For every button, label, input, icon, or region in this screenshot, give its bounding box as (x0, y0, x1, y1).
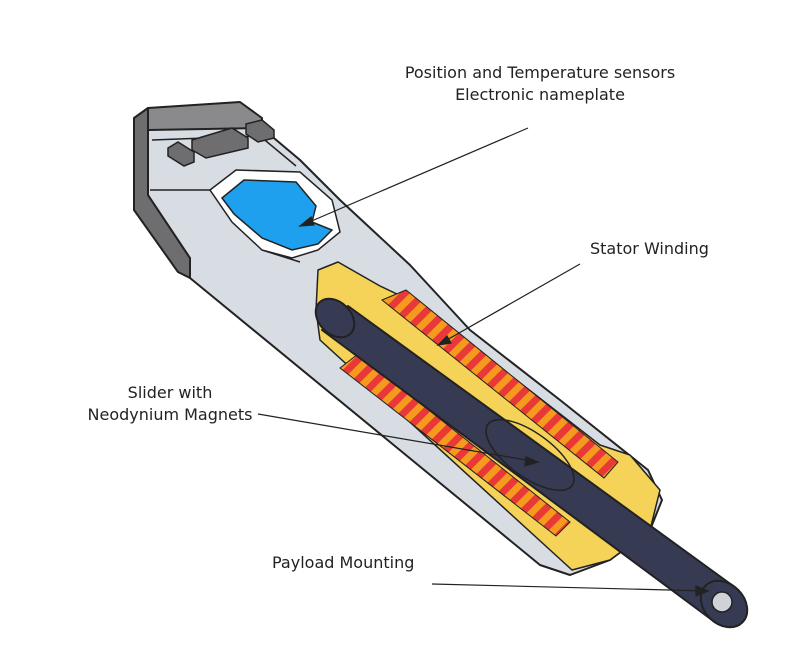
rod-end-hole (711, 591, 733, 613)
sensors-label-line1: Position and Temperature sensors (404, 63, 676, 82)
stator-winding-upper (381, 289, 619, 479)
slider-label-line1: Slider with (127, 383, 213, 402)
slider-label: Slider with Neodynium Magnets (78, 382, 262, 426)
sensors-label-line2: Electronic nameplate (455, 85, 625, 104)
stator-label: Stator Winding (590, 239, 709, 258)
sensor-pocket (208, 169, 341, 259)
magnet-outline (485, 418, 575, 492)
payload-label: Payload Mounting (272, 553, 415, 572)
slider-label-line2: Neodynium Magnets (87, 405, 253, 424)
sensor-blob (220, 179, 334, 251)
sensors-label: Position and Temperature sensors Electro… (388, 62, 692, 106)
leader-lines (257, 127, 710, 597)
stator-winding-lower (339, 353, 571, 537)
